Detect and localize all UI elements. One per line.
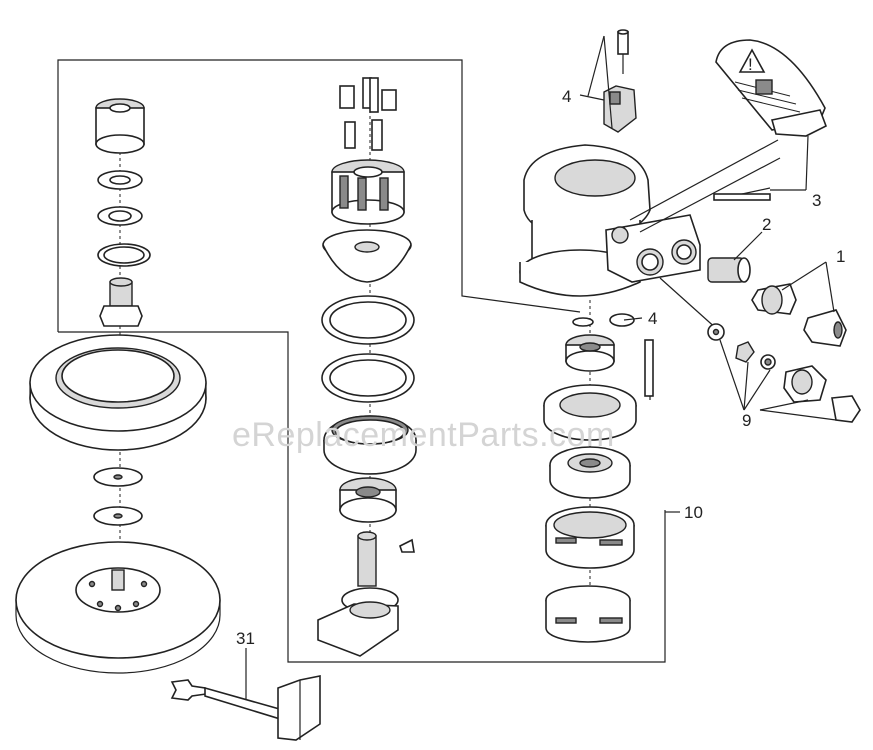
left-bearing-stack	[95, 98, 151, 580]
sanding-pad	[15, 541, 221, 674]
throttle-valve-parts	[587, 29, 637, 133]
callout-3: 3	[812, 191, 821, 210]
leader-lines	[579, 94, 837, 421]
callout-10: 10	[684, 503, 703, 522]
warning-glyph: !	[748, 55, 753, 74]
pad-washers	[93, 467, 143, 526]
callout-31: 31	[236, 629, 255, 648]
right-housing-stack	[543, 300, 654, 643]
assembly-frame-lines	[57, 59, 680, 663]
callout-4-lower: 4	[648, 309, 657, 328]
callout-1: 1	[836, 247, 845, 266]
shroud-ring	[29, 334, 207, 451]
main-housing	[519, 139, 781, 297]
warning-triangle-icon	[738, 48, 766, 73]
callout-4-top: 4	[562, 87, 571, 106]
center-rotor-stack	[317, 77, 417, 657]
spindle-nut	[99, 305, 143, 327]
callout-9: 9	[742, 411, 751, 430]
callout-2: 2	[762, 215, 771, 234]
air-fittings	[659, 257, 861, 423]
balancer-spindle	[357, 535, 377, 587]
wrench-tool	[170, 648, 321, 741]
warning-tag: !	[713, 39, 828, 201]
rotor-vane-1	[339, 85, 355, 109]
watermark-text: eReplacementParts.com	[232, 416, 615, 454]
